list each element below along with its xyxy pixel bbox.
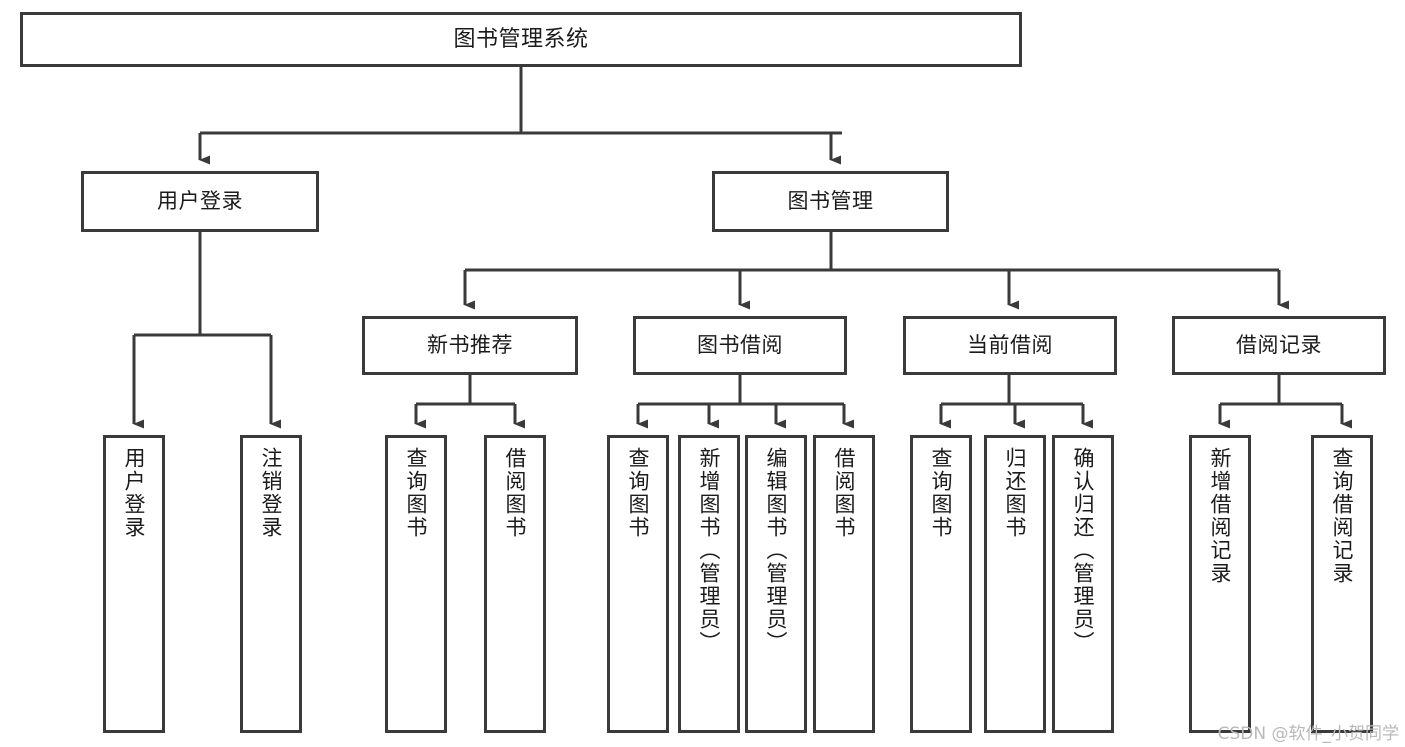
node-leaf-return-book[interactable]: 归还图书 [984, 435, 1046, 733]
node-new-book-recommend-label: 新书推荐 [427, 333, 513, 358]
node-current-borrow[interactable]: 当前借阅 [903, 316, 1117, 375]
node-leaf-user-login-label: 用户登录 [122, 447, 147, 539]
node-leaf-query-record[interactable]: 查询借阅记录 [1311, 435, 1373, 733]
node-leaf-query-book-1-label: 查询图书 [404, 447, 429, 539]
node-leaf-user-login[interactable]: 用户登录 [103, 435, 165, 733]
node-leaf-query-book-1[interactable]: 查询图书 [385, 435, 447, 733]
node-root[interactable]: 图书管理系统 [20, 12, 1022, 67]
node-book-manage-label: 图书管理 [787, 189, 874, 214]
node-leaf-add-book-label: 新增图书（管理员） [697, 447, 722, 654]
node-leaf-user-logout[interactable]: 注销登录 [240, 435, 302, 733]
node-leaf-edit-book-label: 编辑图书（管理员） [764, 447, 789, 654]
node-user-login[interactable]: 用户登录 [81, 171, 319, 232]
node-leaf-borrow-book-1-label: 借阅图书 [503, 447, 528, 539]
node-leaf-confirm-return-label: 确认归还（管理员） [1071, 447, 1096, 654]
node-book-borrow[interactable]: 图书借阅 [633, 316, 847, 375]
node-leaf-add-record[interactable]: 新增借阅记录 [1189, 435, 1251, 733]
node-leaf-borrow-book-2[interactable]: 借阅图书 [813, 435, 875, 733]
node-borrow-record-label: 借阅记录 [1236, 333, 1322, 358]
node-leaf-query-book-3-label: 查询图书 [929, 447, 954, 539]
node-leaf-query-book-2[interactable]: 查询图书 [607, 435, 669, 733]
node-current-borrow-label: 当前借阅 [967, 333, 1053, 358]
node-leaf-return-book-label: 归还图书 [1003, 447, 1028, 539]
node-book-manage[interactable]: 图书管理 [712, 171, 949, 232]
node-leaf-borrow-book-2-label: 借阅图书 [832, 447, 857, 539]
node-root-label: 图书管理系统 [453, 26, 589, 52]
node-leaf-edit-book[interactable]: 编辑图书（管理员） [745, 435, 807, 733]
node-borrow-record[interactable]: 借阅记录 [1172, 316, 1386, 375]
node-leaf-query-book-3[interactable]: 查询图书 [910, 435, 972, 733]
node-new-book-recommend[interactable]: 新书推荐 [362, 316, 578, 375]
node-leaf-borrow-book-1[interactable]: 借阅图书 [484, 435, 546, 733]
node-leaf-query-record-label: 查询借阅记录 [1330, 447, 1355, 585]
node-leaf-add-book[interactable]: 新增图书（管理员） [678, 435, 740, 733]
csdn-watermark: CSDN @软件_小贺同学 [1217, 724, 1399, 744]
node-leaf-user-logout-label: 注销登录 [259, 447, 284, 539]
node-leaf-confirm-return[interactable]: 确认归还（管理员） [1052, 435, 1114, 733]
node-leaf-query-book-2-label: 查询图书 [626, 447, 651, 539]
node-book-borrow-label: 图书借阅 [697, 333, 783, 358]
node-leaf-add-record-label: 新增借阅记录 [1208, 447, 1233, 585]
node-user-login-label: 用户登录 [157, 189, 243, 214]
